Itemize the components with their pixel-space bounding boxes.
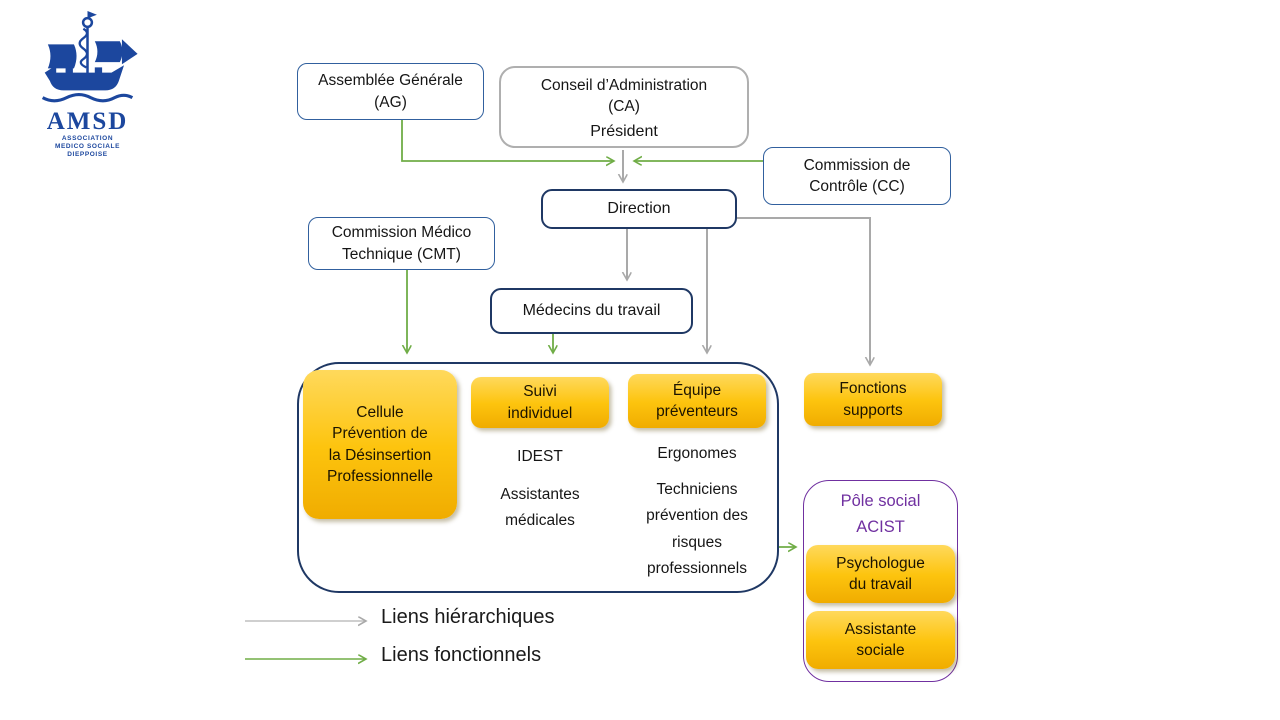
equipe-item-techniciens: Techniciens prévention des risques profe… [646,481,748,578]
node-cellule-prevention: Cellule Prévention de la Désinsertion Pr… [303,370,457,519]
pole-social-title: Pôle social ACIST [840,492,921,536]
ship-caduceus-icon [41,11,138,103]
suivi-item-assistantes-medicales: Assistantes médicales [500,486,580,530]
equipe-item-ergonomes: Ergonomes [657,445,737,462]
logo-subline-1: ASSOCIATION [61,135,114,142]
node-assemblee-generale: Assemblée Générale (AG) [297,63,484,120]
connector-ag-to-president [401,120,614,161]
node-psychologue-travail: Psychologue du travail [806,545,955,603]
logo-subline-3: DIEPPOISE [67,150,108,158]
node-medecins-du-travail: Médecins du travail [490,288,693,334]
logo-subline-2: MEDICO SOCIALE [54,142,121,150]
ca-title: Conseil d’Administration (CA) [540,77,708,116]
node-commission-medico-technique: Commission Médico Technique (CMT) [308,217,495,270]
node-fonctions-supports: Fonctions supports [804,373,942,426]
node-assistante-sociale: Assistante sociale [806,611,955,669]
node-conseil-administration: Conseil d’Administration (CA) Président [499,66,749,148]
node-suivi-individuel: Suivi individuel [471,377,609,428]
amsd-logo: AMSD ASSOCIATION MEDICO SOCIALE DIEPPOIS… [30,10,145,159]
node-equipe-preventeurs: Équipe préventeurs [628,374,766,428]
logo-abbr: AMSD [46,108,129,135]
legend-hierarchical-label: Liens hiérarchiques [381,606,555,628]
ca-president-label: Président [590,122,658,140]
suivi-item-idest: IDEST [517,448,563,465]
node-direction: Direction [541,189,737,229]
legend-functional-label: Liens fonctionnels [381,644,542,666]
connector-direction-to-fonctions [737,217,870,365]
node-commission-controle: Commission de Contrôle (CC) [763,147,951,205]
